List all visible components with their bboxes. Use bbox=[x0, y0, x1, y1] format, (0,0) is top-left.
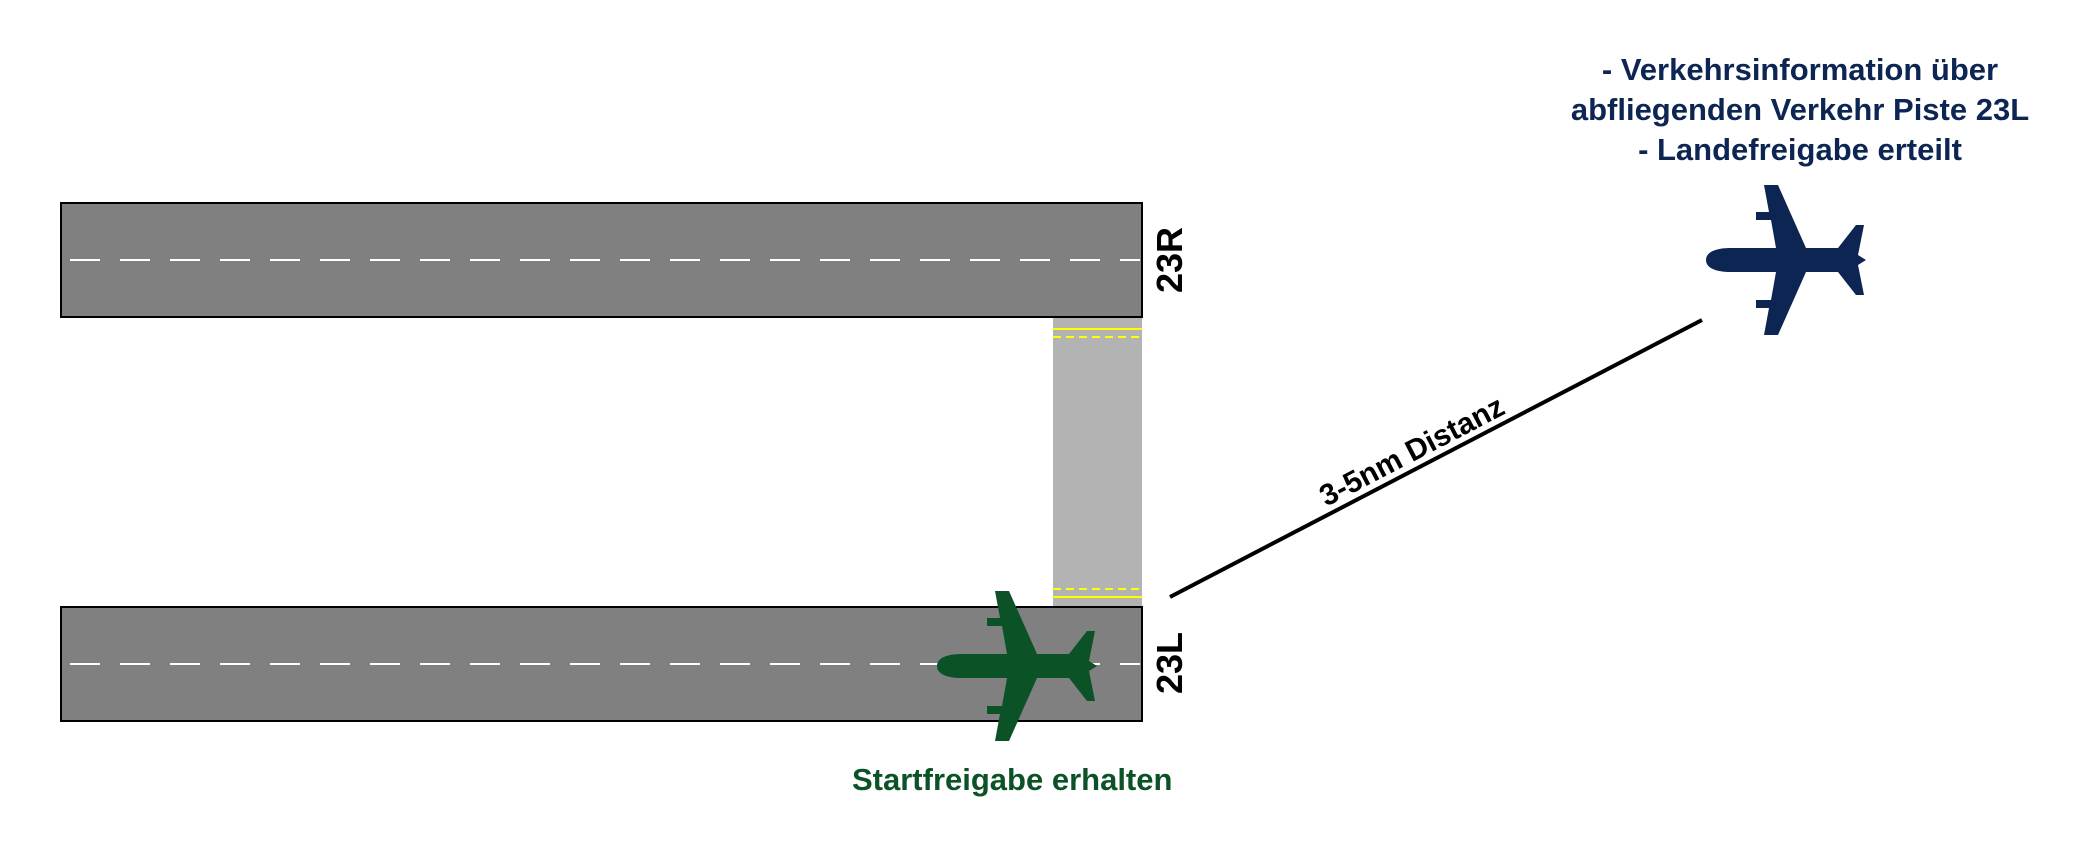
runway-23r bbox=[60, 202, 1143, 318]
departure-label: Startfreigabe erhalten bbox=[852, 762, 1173, 797]
arriving-airplane-icon bbox=[1706, 185, 1866, 335]
runway-label-23r: 23R bbox=[1149, 226, 1190, 294]
arrival-info-line: - Verkehrsinformation über bbox=[1601, 52, 1999, 87]
runway-label-23l: 23L bbox=[1149, 631, 1190, 695]
arrival-info: - Verkehrsinformation über abfliegenden … bbox=[1520, 50, 2080, 170]
arrival-info-line: - Landefreigabe erteilt bbox=[1638, 132, 1962, 167]
taxiway-connector bbox=[1053, 318, 1142, 606]
distance-line bbox=[1169, 318, 1703, 599]
arrival-info-line: abfliegenden Verkehr Piste 23L bbox=[1570, 92, 2030, 127]
